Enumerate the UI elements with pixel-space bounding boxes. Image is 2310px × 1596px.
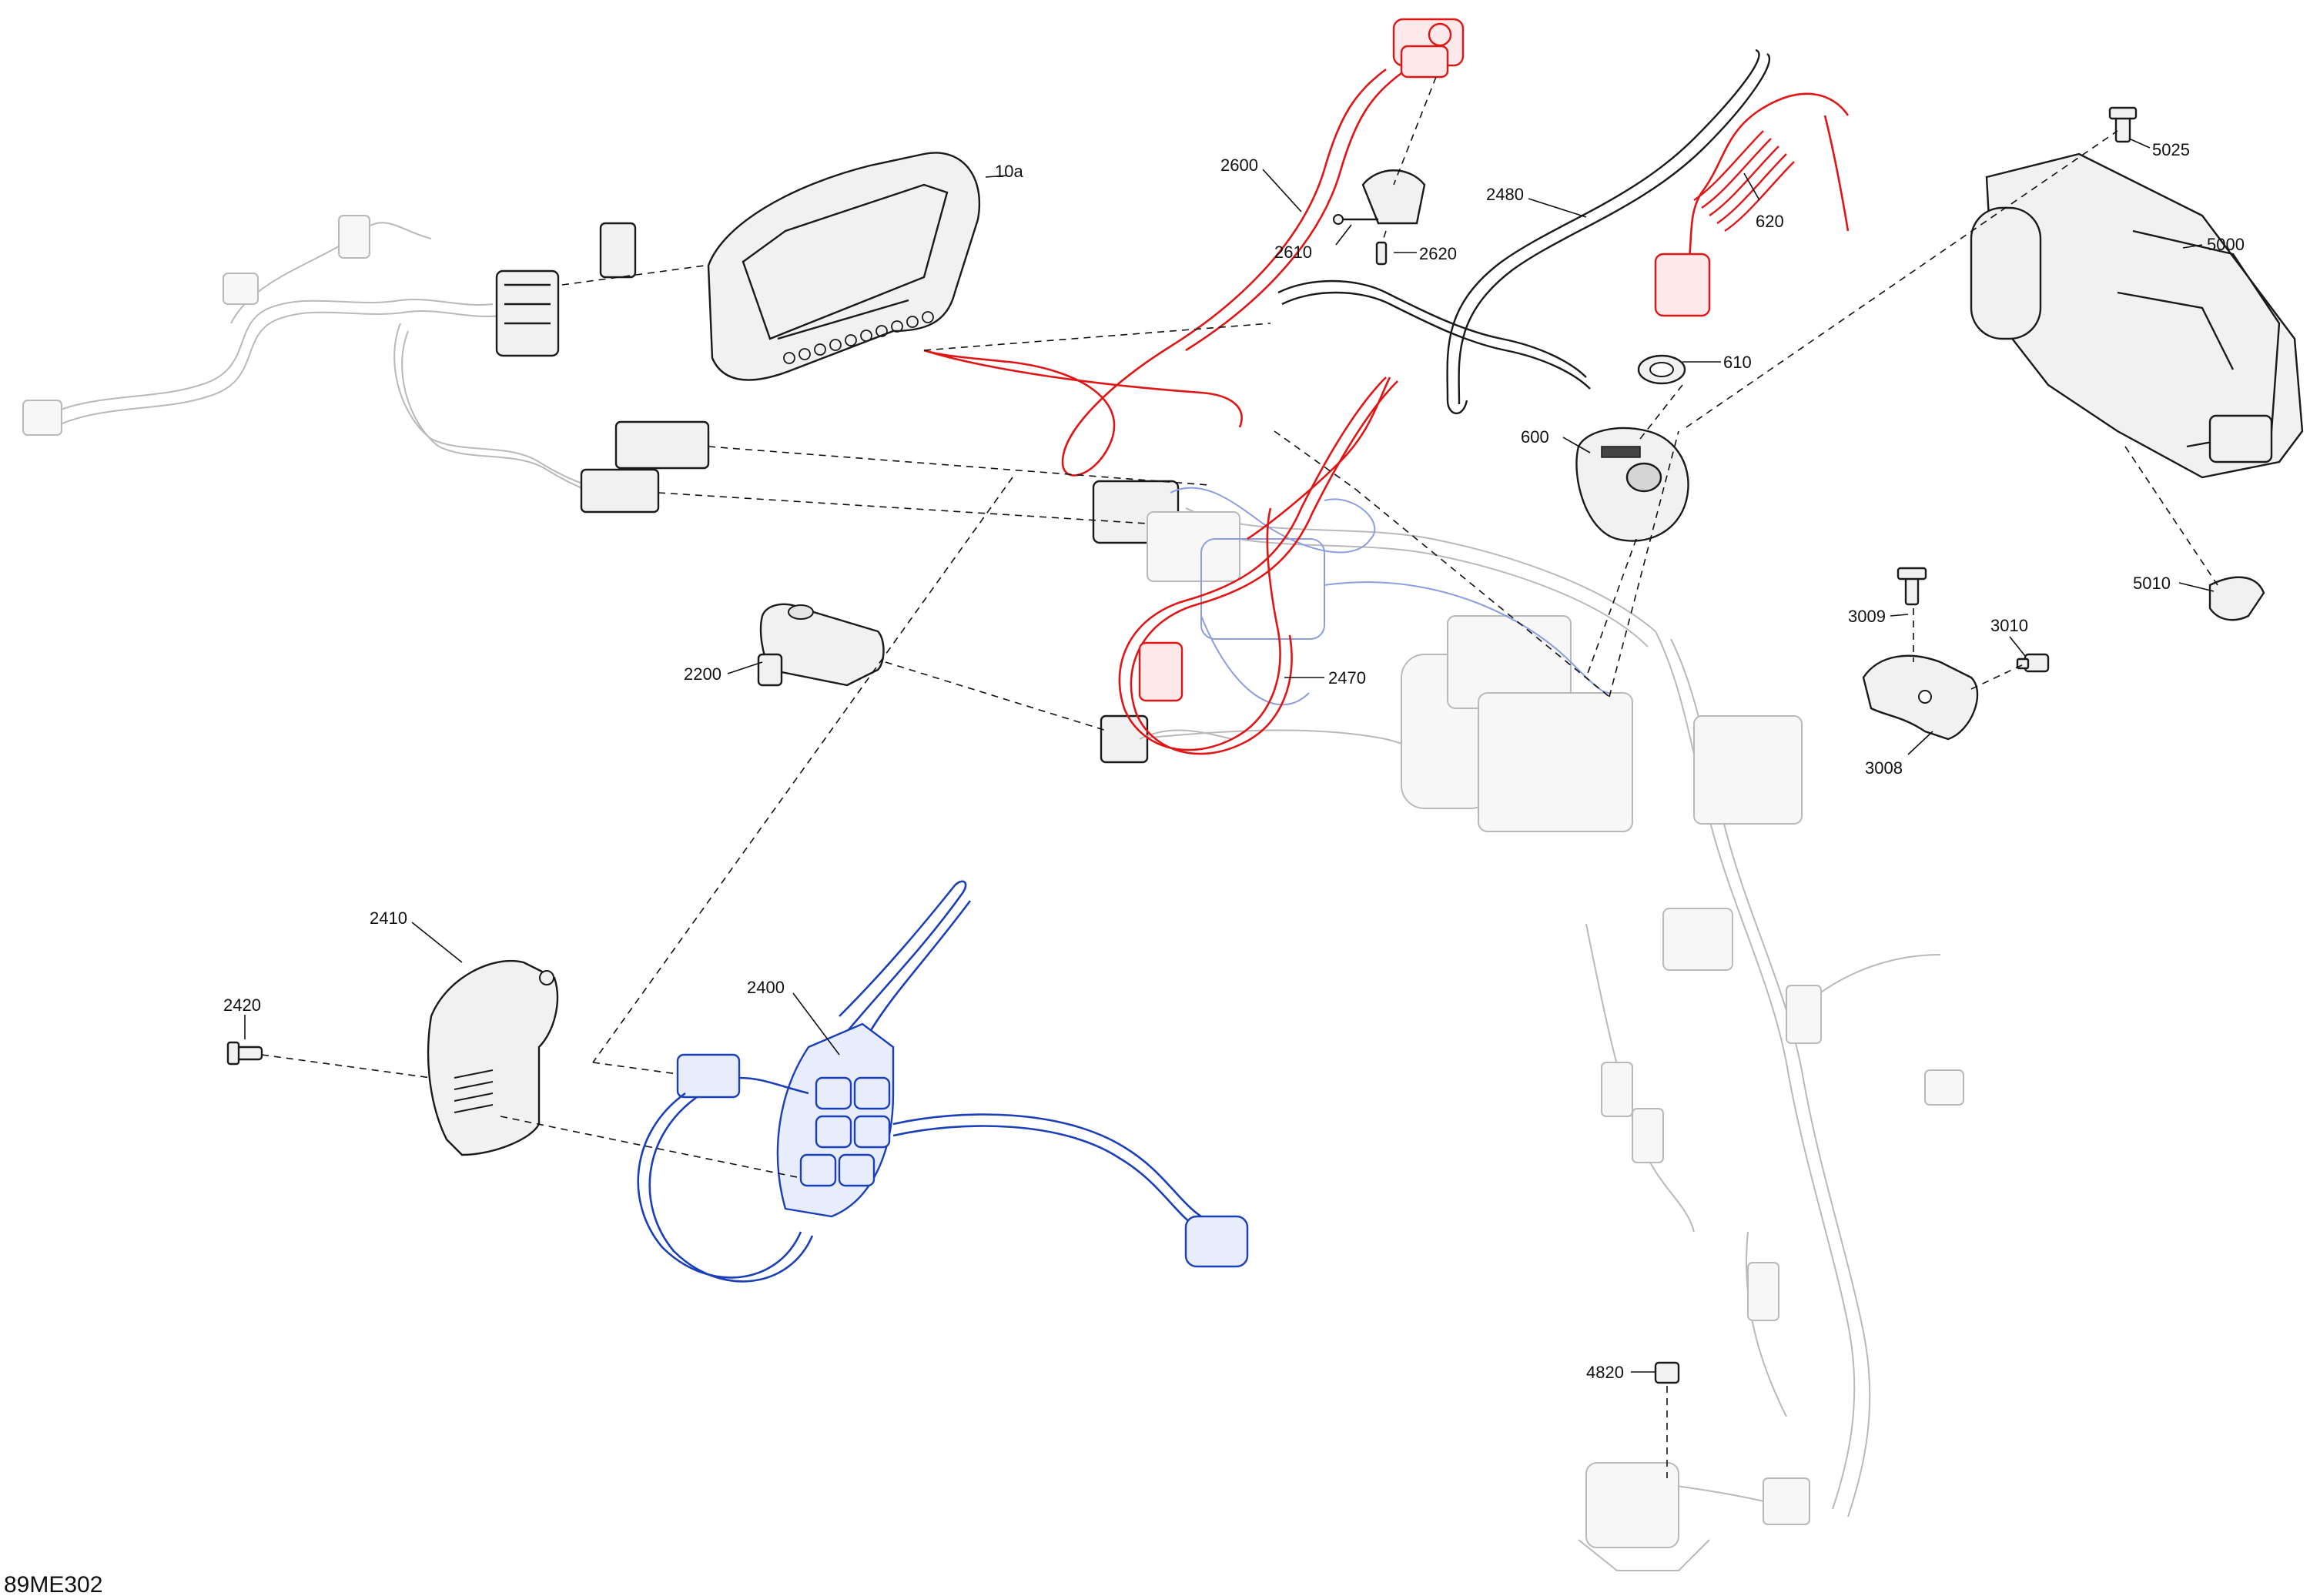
screw-5025 xyxy=(2108,106,2138,143)
callout-3008: 3008 xyxy=(1865,758,1903,778)
sensor-2200 xyxy=(757,603,885,687)
cover-2410 xyxy=(427,959,559,1156)
gauge-cluster-10a xyxy=(707,152,981,381)
callout-600: 600 xyxy=(1521,427,1549,447)
clip-5010 xyxy=(2208,576,2265,621)
callout-2410: 2410 xyxy=(370,908,407,928)
nut-4820 xyxy=(1654,1361,1680,1384)
callout-3010: 3010 xyxy=(1990,616,2028,635)
assembly-lines xyxy=(261,76,2218,1478)
callout-3009: 3009 xyxy=(1848,607,1886,626)
bracket-3008 xyxy=(1862,654,1979,741)
harness-2470 xyxy=(1118,376,1398,755)
callout-2600: 2600 xyxy=(1220,156,1258,175)
callout-10a: 10a xyxy=(995,162,1023,181)
callout-2420: 2420 xyxy=(223,995,261,1015)
tether-cord-2600 xyxy=(923,68,1402,477)
callout-620: 620 xyxy=(1756,212,1784,231)
hose-2480 xyxy=(1277,49,1771,415)
callout-5025: 5025 xyxy=(2152,140,2190,159)
callout-5010: 5010 xyxy=(2133,574,2171,593)
screw-3009 xyxy=(1897,567,1927,606)
tether-cord-620 xyxy=(1654,92,1850,317)
screw-2620 xyxy=(1375,241,1388,266)
part-labels: 10a 2600 2610 2620 2480 620 5025 5000 61… xyxy=(223,140,2245,1382)
drawing-code: 89ME302 xyxy=(4,1572,102,1596)
callout-2610: 2610 xyxy=(1274,243,1312,262)
bracket-2610 xyxy=(1333,169,1426,225)
module-5000 xyxy=(1970,152,2304,479)
screw-3010 xyxy=(2016,653,2050,673)
callout-2470: 2470 xyxy=(1328,668,1366,688)
screw-2420 xyxy=(226,1041,263,1066)
callout-2200: 2200 xyxy=(684,664,721,684)
nut-610 xyxy=(1637,354,1686,385)
callout-610: 610 xyxy=(1723,353,1752,372)
switch-600 xyxy=(1575,427,1689,542)
switch-2400 xyxy=(637,880,1249,1283)
callout-4820: 4820 xyxy=(1586,1363,1624,1382)
callout-5000: 5000 xyxy=(2207,235,2245,254)
callout-2620: 2620 xyxy=(1419,244,1457,263)
main-harness-ghost xyxy=(22,215,1964,1571)
callout-2480: 2480 xyxy=(1486,185,1524,204)
leader-lines xyxy=(244,138,2215,1373)
key-switch-2600-top xyxy=(1392,18,1465,79)
callout-2400: 2400 xyxy=(747,978,785,997)
